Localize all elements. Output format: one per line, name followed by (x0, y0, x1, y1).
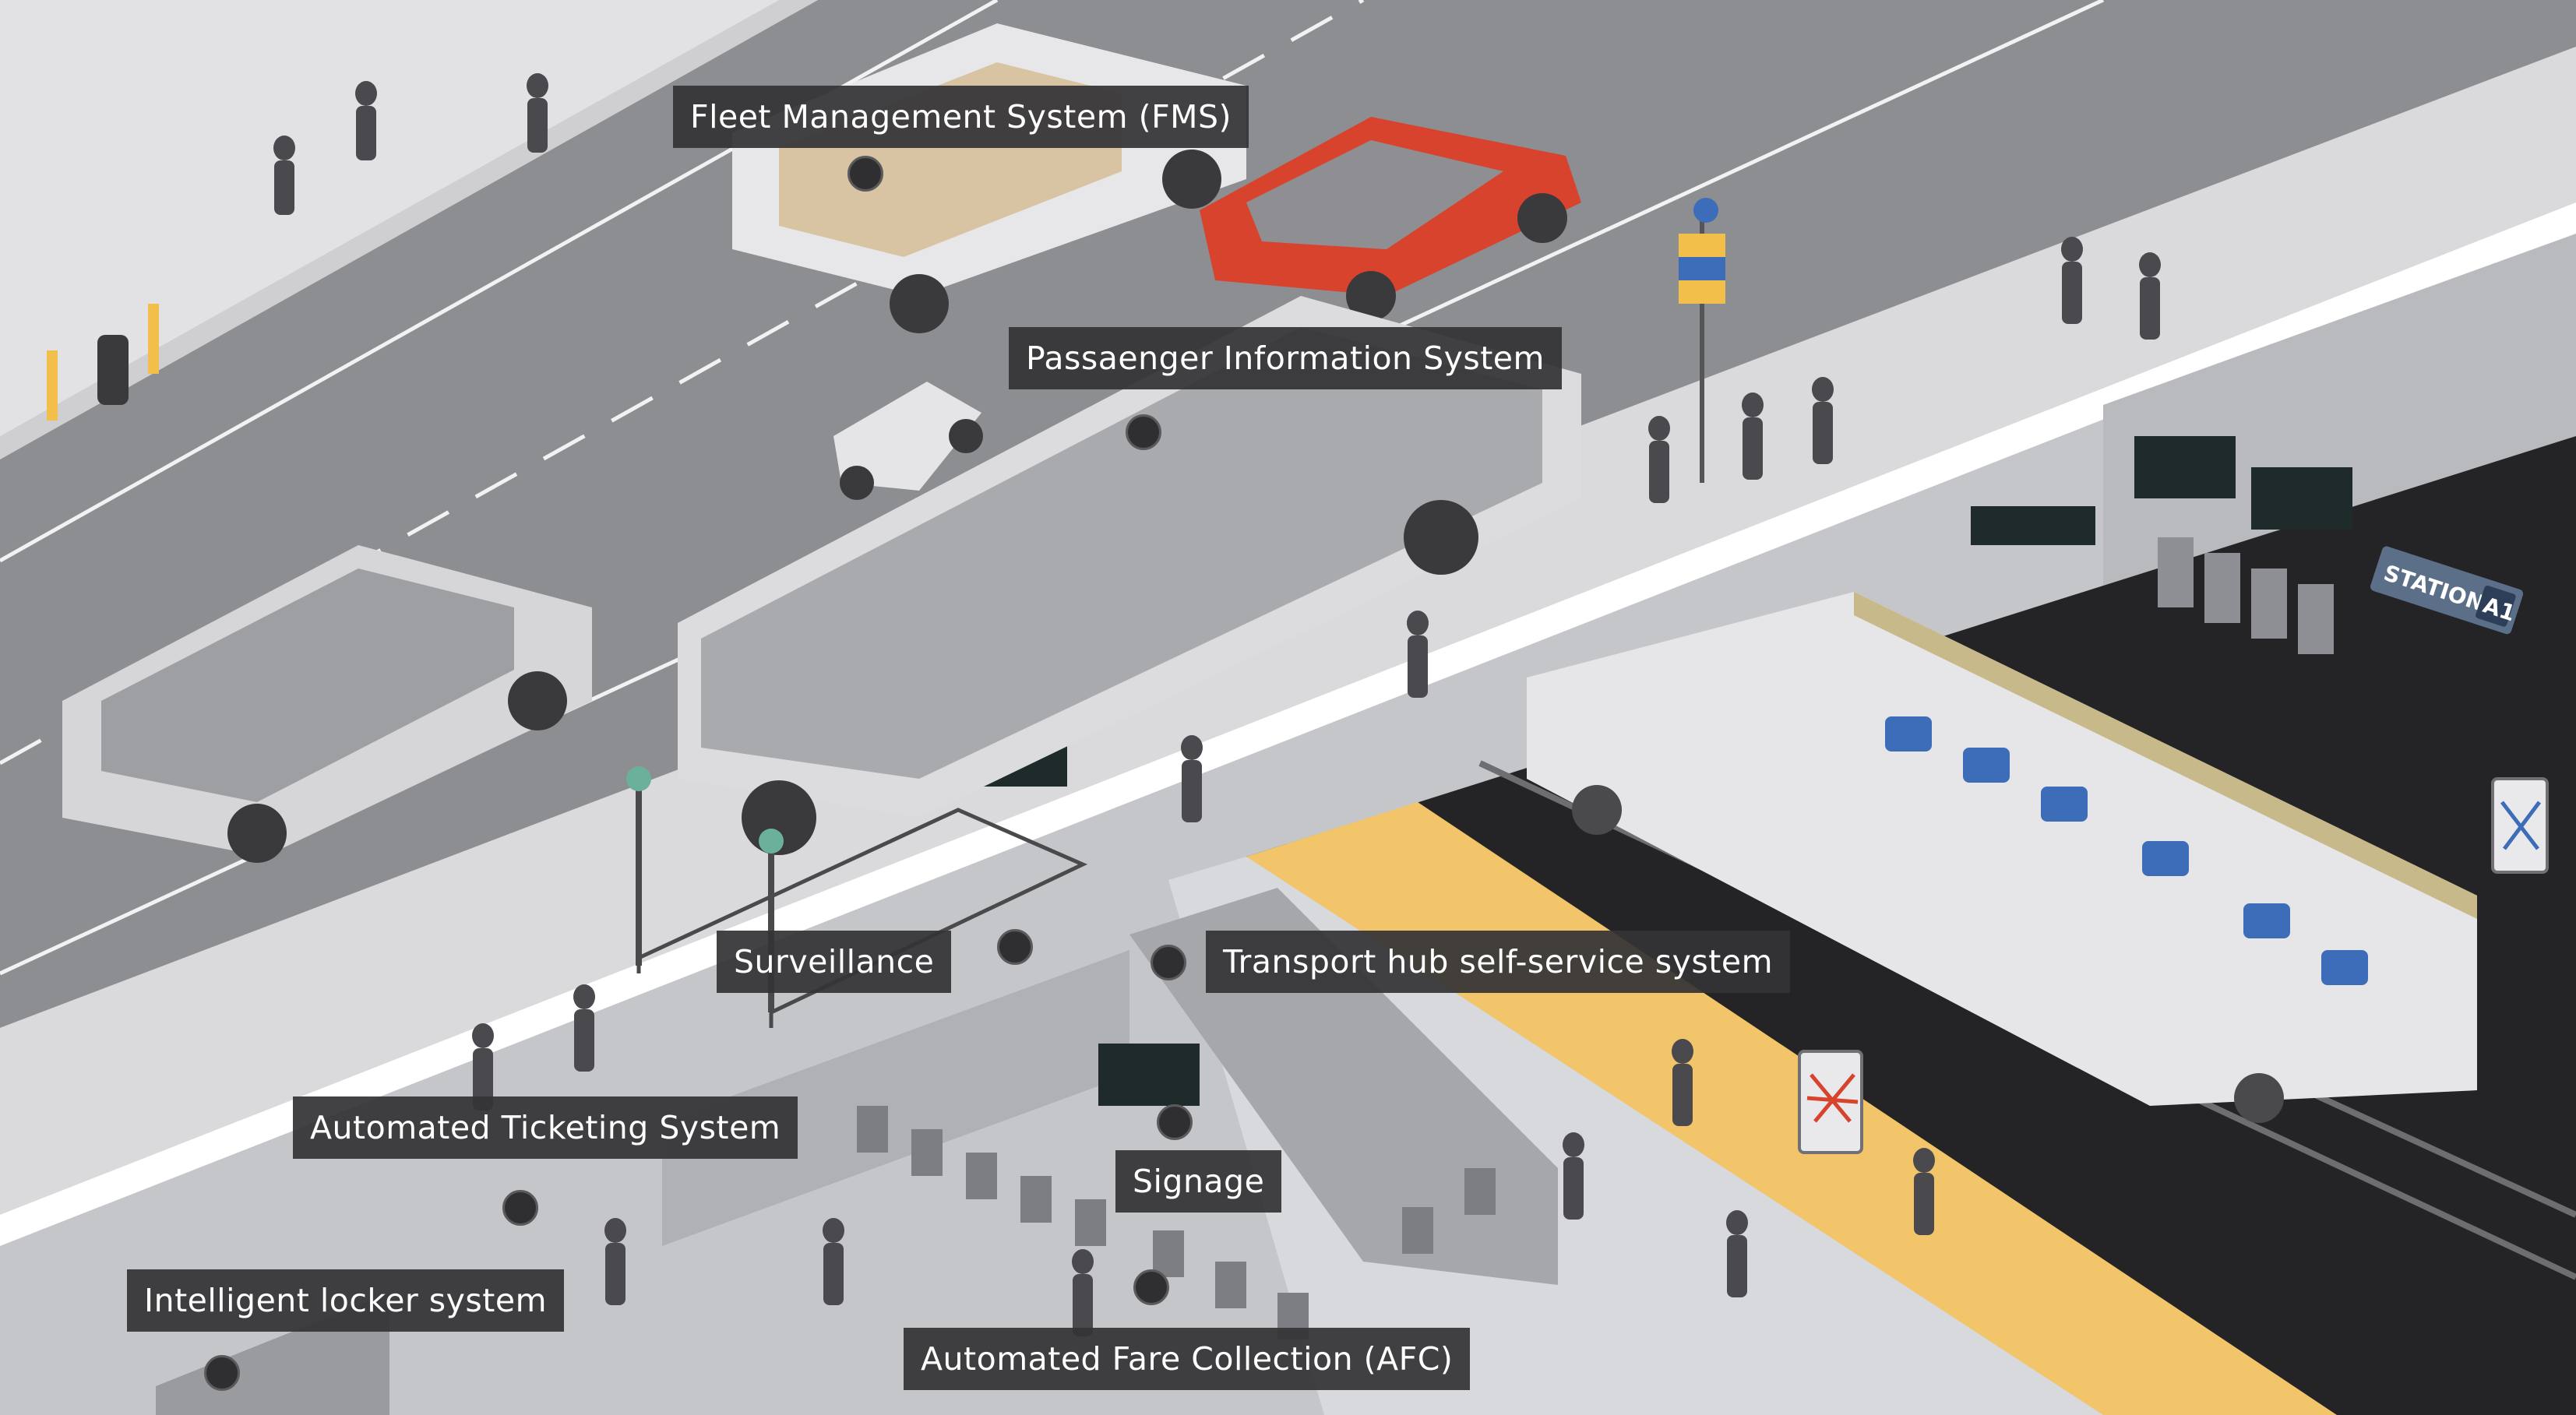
callout-transport-hub-self-service[interactable]: Transport hub self-service system (1206, 931, 1791, 993)
callout-signage[interactable]: Signage (1115, 1150, 1282, 1213)
station-map-sign-icon (2491, 777, 2549, 874)
callout-automated-ticketing-system[interactable]: Automated Ticketing System (293, 1096, 798, 1159)
concourse-signage-board (1098, 1044, 1200, 1106)
train-seat (2142, 841, 2189, 876)
person (1743, 417, 1763, 480)
train-seat (1885, 716, 1932, 751)
callout-dot-icon (502, 1190, 538, 1226)
person (1408, 635, 1428, 698)
pedestrians (273, 73, 2161, 1336)
person (1181, 735, 1203, 760)
person (2062, 262, 2082, 324)
train-seat (2321, 950, 2368, 985)
callout-automated-fare-collection[interactable]: Automated Fare Collection (AFC) (904, 1328, 1471, 1390)
bus-stop-sign-icon (1679, 198, 1725, 483)
person (605, 1243, 625, 1305)
person (2061, 237, 2083, 262)
callout-dot-icon (1133, 1269, 1169, 1305)
person (274, 160, 294, 215)
person (1563, 1157, 1584, 1220)
person (472, 1023, 494, 1048)
callout-fleet-management-system[interactable]: Fleet Management System (FMS) (673, 86, 1249, 148)
callout-surveillance[interactable]: Surveillance (717, 931, 952, 993)
train-seat (2243, 903, 2290, 938)
callout-dot-icon (848, 156, 883, 192)
person (2139, 252, 2161, 277)
person (823, 1243, 844, 1305)
metro-train (1527, 592, 2477, 1123)
train-seat (1963, 748, 2010, 783)
person (1914, 1173, 1934, 1235)
person (823, 1218, 844, 1243)
person (1407, 611, 1429, 635)
person (1727, 1235, 1747, 1297)
fare-gates (857, 1106, 1496, 1339)
concourse-wall (662, 950, 1129, 1246)
sidewalk-edge (0, 202, 2576, 1246)
callout-passenger-information-system[interactable]: Passaenger Information System (1009, 327, 1562, 389)
person (1563, 1132, 1584, 1157)
callout-dot-icon (1151, 945, 1186, 980)
city-bus (678, 296, 1581, 855)
person (527, 73, 548, 98)
callout-dot-icon (204, 1355, 240, 1391)
red-car (1200, 117, 1581, 321)
departure-boards (1971, 436, 2352, 545)
person (604, 1218, 626, 1243)
person (1726, 1210, 1748, 1235)
callout-dot-icon (1157, 1104, 1193, 1140)
person (1913, 1148, 1935, 1173)
person (1813, 402, 1833, 464)
person (1182, 760, 1202, 822)
ticket-machines (2158, 537, 2334, 654)
person (2140, 277, 2160, 340)
person (1649, 441, 1669, 503)
person (1672, 1064, 1693, 1126)
person (355, 81, 377, 106)
person (527, 98, 548, 153)
person (574, 1009, 594, 1072)
metro-map-kiosk-icon (1798, 1050, 1863, 1154)
callout-dot-icon (1126, 414, 1161, 450)
bollards (47, 304, 159, 421)
scooter-rider (833, 382, 983, 500)
station-sign: STATION A1 (2370, 546, 2524, 635)
person (1648, 416, 1670, 441)
train-seat (2041, 787, 2088, 822)
person (1072, 1249, 1094, 1274)
callout-intelligent-locker-system[interactable]: Intelligent locker system (127, 1269, 565, 1332)
person (1672, 1039, 1693, 1064)
minibus (62, 545, 592, 863)
platform (1168, 857, 2103, 1415)
person (473, 1048, 493, 1111)
person (1742, 392, 1764, 417)
person (273, 136, 295, 160)
person (573, 984, 595, 1009)
person (1073, 1274, 1093, 1336)
person (1812, 377, 1834, 402)
callout-dot-icon (997, 929, 1033, 965)
person (356, 106, 376, 160)
